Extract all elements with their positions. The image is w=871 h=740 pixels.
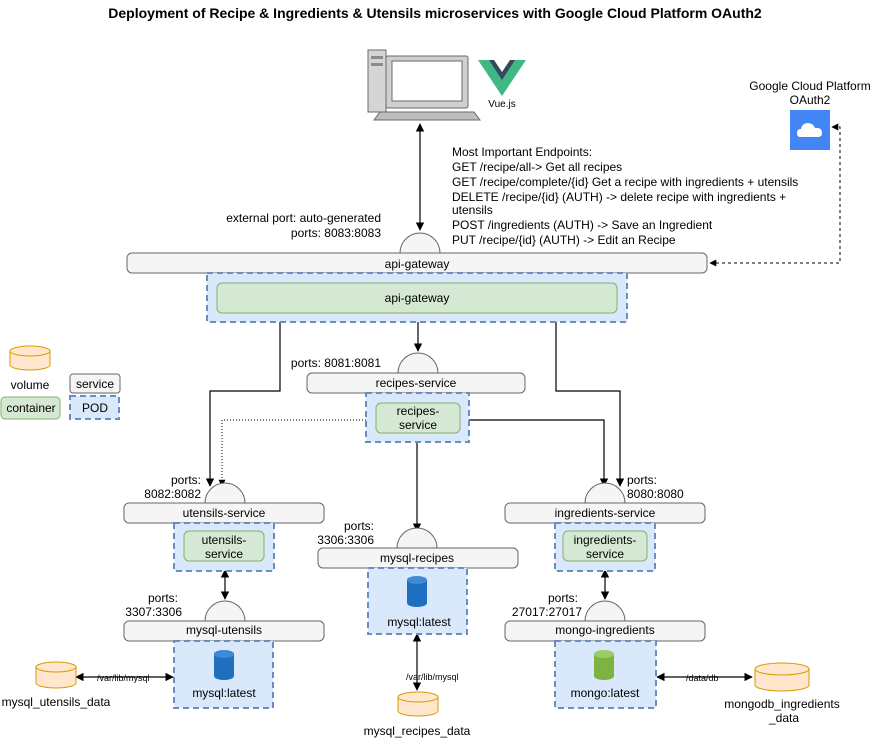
vuejs-label: Vue.js xyxy=(488,99,515,110)
mongo-image-label: mongo:latest xyxy=(571,686,640,700)
endpoint-item: DELETE /recipe/{id} (AUTH) -> delete rec… xyxy=(452,190,786,204)
recipes-container-label: service xyxy=(399,418,437,432)
endpoint-item: GET /recipe/complete/{id} Get a recipe w… xyxy=(452,175,798,189)
mongo-port-label: 27017:27017 xyxy=(512,605,582,619)
mysql-utensils-port-label: 3307:3306 xyxy=(125,605,182,619)
mysql-recipes-service-label: mysql-recipes xyxy=(380,551,454,565)
legend-volume-icon xyxy=(9,345,51,371)
mysql-utensils-db-icon xyxy=(214,650,234,680)
mysql-utensils-service-label: mysql-utensils xyxy=(186,623,262,637)
edge-recipes-ingredients xyxy=(468,419,609,487)
endpoints-heading: Most Important Endpoints: xyxy=(452,145,592,159)
mysql-recipes-port-label: 3306:3306 xyxy=(317,533,374,547)
edge-gcp-gateway xyxy=(709,123,841,267)
ingredients-container-label: service xyxy=(586,547,624,561)
utensils-port xyxy=(204,482,246,504)
endpoint-item: PUT /recipe/{id} (AUTH) -> Edit an Recip… xyxy=(452,233,676,247)
utensils-container-label: utensils- xyxy=(202,533,247,547)
mysql-utensils-volume-label: mysql_utensils_data xyxy=(2,695,111,709)
mysql-recipes-volume-label: mysql_recipes_data xyxy=(364,724,471,738)
endpoint-item: POST /ingredients (AUTH) -> Save an Ingr… xyxy=(452,218,713,232)
endpoint-item: utensils xyxy=(452,203,493,217)
mysql-utensils-port xyxy=(204,600,246,622)
legend-pod-label: POD xyxy=(82,401,108,415)
mysql-recipes-db-icon xyxy=(407,576,427,607)
legend-service-label: service xyxy=(76,377,114,391)
gcp-cloud-icon xyxy=(790,110,830,150)
ingredients-container-label: ingredients- xyxy=(574,533,637,547)
ingredients-port xyxy=(584,482,626,504)
mongo-db-icon xyxy=(594,650,614,680)
recipes-service-label: recipes-service xyxy=(376,376,457,390)
mysql-recipes-port-label: ports: xyxy=(344,519,374,533)
mysql-recipes-port xyxy=(396,527,438,549)
mongo-service-label: mongo-ingredients xyxy=(555,623,654,637)
mysql-recipes-mount-label: /var/lib/mysql xyxy=(406,672,459,682)
utensils-service-label: utensils-service xyxy=(183,506,266,520)
gateway-container-label: api-gateway xyxy=(385,291,450,305)
legend: volume service container POD xyxy=(0,345,121,420)
ingredients-service-label: ingredients-service xyxy=(555,506,656,520)
computer-icon xyxy=(367,49,481,121)
mysql-utensils-mount-label: /var/lib/mysql xyxy=(97,673,150,683)
edge-gateway-ingredients xyxy=(555,312,625,487)
endpoints-list: Most Important Endpoints: GET /recipe/al… xyxy=(452,145,798,247)
mongo-mount-label: /data/db xyxy=(686,673,719,683)
ingredients-container xyxy=(562,530,648,562)
gateway-service-label: api-gateway xyxy=(385,257,450,271)
recipes-port-label: ports: 8081:8081 xyxy=(291,356,381,370)
mysql-recipes-volume-icon xyxy=(397,691,439,717)
utensils-port-label: 8082:8082 xyxy=(144,487,201,501)
gcp-label-line1: Google Cloud Platform xyxy=(749,79,870,93)
edge-gateway-utensils xyxy=(205,312,281,487)
mysql-utensils-image-label: mysql:latest xyxy=(192,686,256,700)
ingredients-port-label: 8080:8080 xyxy=(627,487,684,501)
legend-volume-label: volume xyxy=(11,378,50,392)
gateway-port-label: external port: auto-generated xyxy=(226,211,381,225)
mysql-utensils-port-label: ports: xyxy=(148,591,178,605)
mongo-port-label: ports: xyxy=(548,591,578,605)
mysql-utensils-volume-icon xyxy=(35,661,77,689)
mongo-volume-icon xyxy=(754,662,810,692)
recipes-container xyxy=(375,402,461,434)
legend-container-label: container xyxy=(6,401,55,415)
utensils-container-label: service xyxy=(205,547,243,561)
gateway-port xyxy=(399,232,441,254)
legend-container-swatch xyxy=(0,396,61,420)
mysql-recipes-image-label: mysql:latest xyxy=(387,615,451,629)
vuejs-logo-icon: Vue.js xyxy=(478,60,526,110)
utensils-port-label: ports: xyxy=(171,473,201,487)
mongo-volume-label: _data xyxy=(768,711,799,725)
legend-service-swatch xyxy=(69,373,121,394)
utensils-container xyxy=(183,530,265,562)
recipes-port xyxy=(397,352,439,374)
gateway-container xyxy=(216,282,618,314)
gateway-port-label: ports: 8083:8083 xyxy=(291,226,381,240)
endpoint-item: GET /recipe/all-> Get all recipes xyxy=(452,160,622,174)
recipes-container-label: recipes- xyxy=(397,404,440,418)
gcp-label-line2: OAuth2 xyxy=(790,93,831,107)
mongo-port xyxy=(584,600,626,622)
ingredients-port-label: ports: xyxy=(627,473,657,487)
diagram-title: Deployment of Recipe & Ingredients & Ute… xyxy=(108,5,762,21)
mongo-volume-label: mongodb_ingredients xyxy=(724,697,839,711)
legend-pod-swatch xyxy=(69,395,120,420)
edge-recipes-utensils xyxy=(218,419,375,487)
